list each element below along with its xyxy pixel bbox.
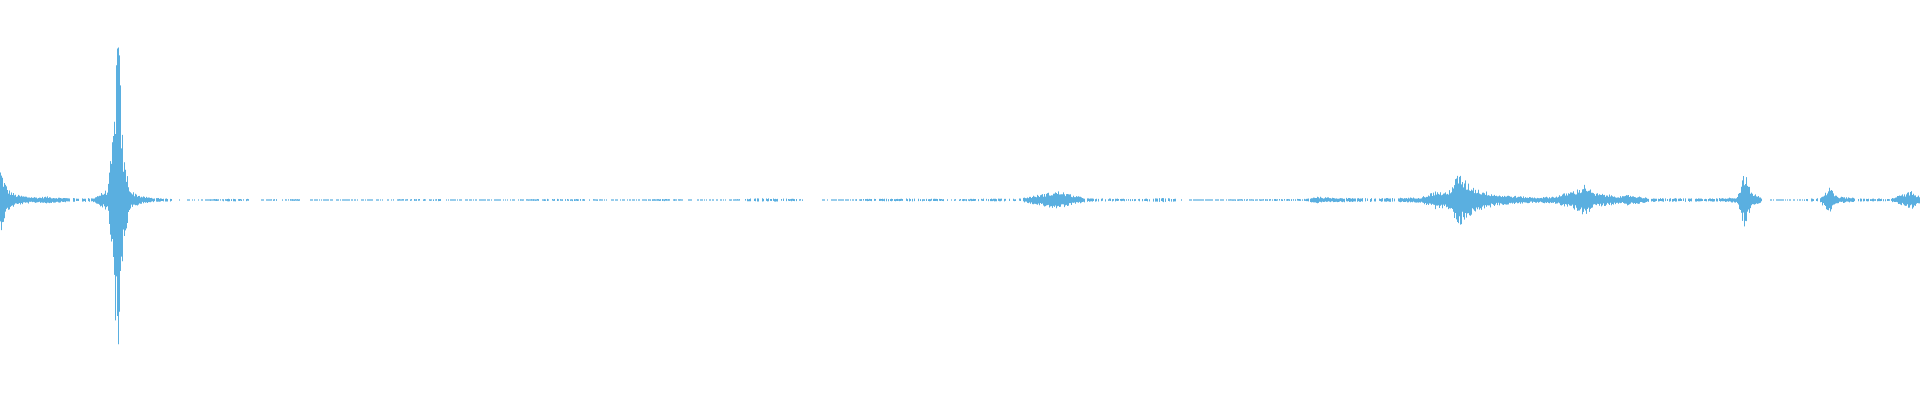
waveform-path (0, 47, 1920, 345)
waveform-bars (0, 47, 1920, 345)
